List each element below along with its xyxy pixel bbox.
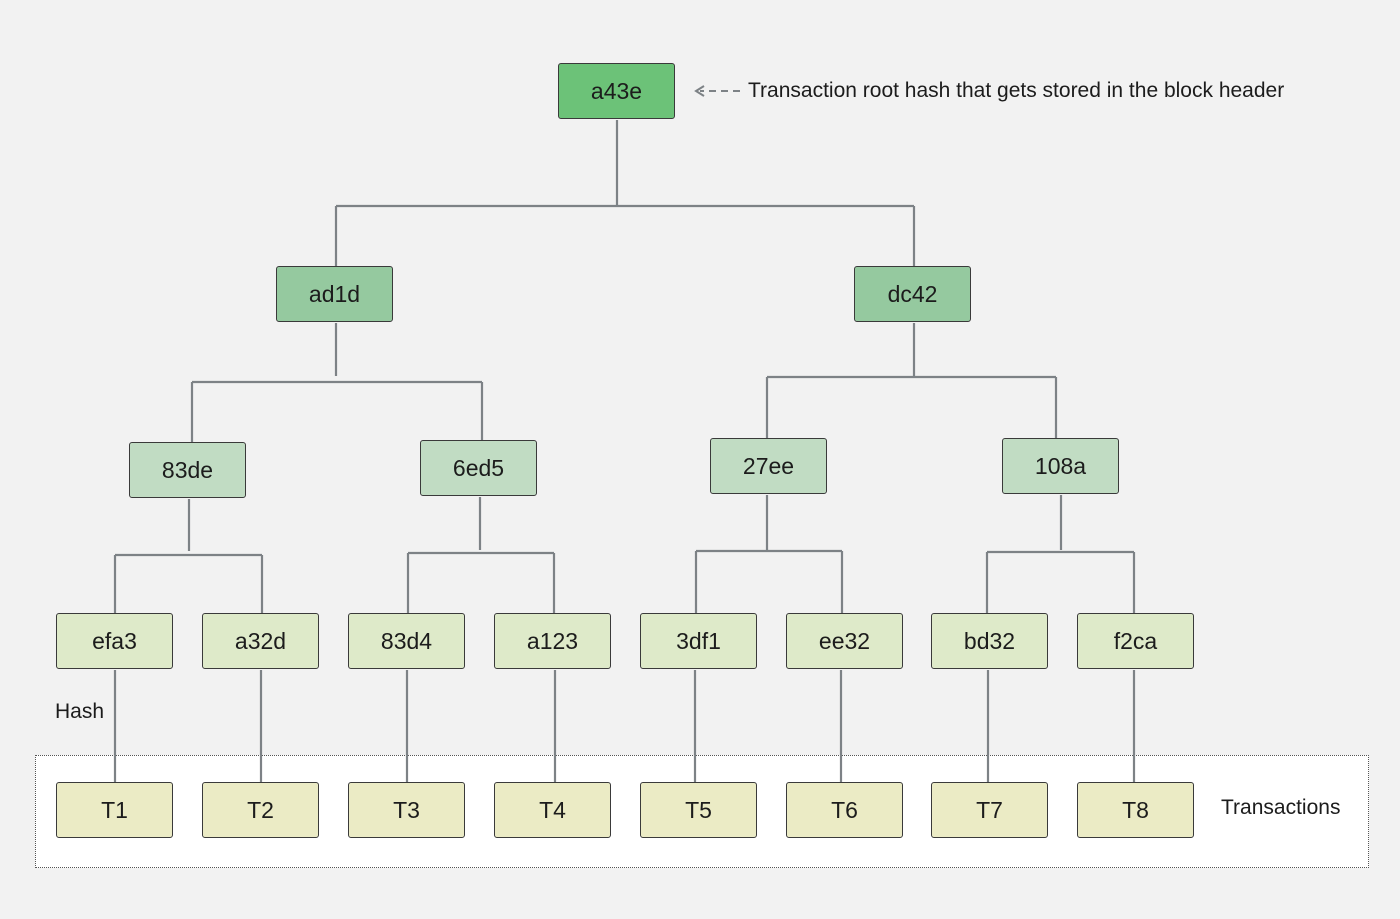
hash-node-level3: 83d4 — [348, 613, 465, 669]
hash-node-level2: 27ee — [710, 438, 827, 494]
hash-label: ad1d — [308, 280, 361, 307]
hash-label: 6ed5 — [452, 454, 505, 481]
hash-label: 83d4 — [380, 627, 433, 654]
hash-node-level1: dc42 — [854, 266, 971, 322]
hash-label: f2ca — [1113, 627, 1158, 654]
root-hash-label: a43e — [590, 77, 643, 104]
hash-label: 83de — [161, 456, 214, 483]
transaction-label: T2 — [247, 796, 274, 823]
hash-label: efa3 — [92, 627, 137, 654]
hash-node-level3: ee32 — [786, 613, 903, 669]
hash-node-level3: 3df1 — [640, 613, 757, 669]
hash-node-level1: ad1d — [276, 266, 393, 322]
transaction-node: T1 — [56, 782, 173, 838]
transaction-label: T8 — [1122, 796, 1149, 823]
hash-node-level3: a123 — [494, 613, 611, 669]
transaction-node: T2 — [202, 782, 319, 838]
hash-label: dc42 — [887, 280, 938, 307]
hash-node-level3: efa3 — [56, 613, 173, 669]
hash-node-level3: a32d — [202, 613, 319, 669]
transaction-node: T6 — [786, 782, 903, 838]
transaction-label: T3 — [393, 796, 420, 823]
transaction-label: T6 — [831, 796, 858, 823]
transaction-node: T4 — [494, 782, 611, 838]
transaction-label: T5 — [685, 796, 712, 823]
transaction-node: T3 — [348, 782, 465, 838]
hash-label: 27ee — [742, 452, 795, 479]
hash-label: 108a — [1034, 452, 1087, 479]
transaction-node: T7 — [931, 782, 1048, 838]
annotation-arrow — [694, 85, 740, 97]
root-hash-node: a43e — [558, 63, 675, 119]
hash-node-level3: f2ca — [1077, 613, 1194, 669]
hash-label: a32d — [234, 627, 287, 654]
transaction-label: T4 — [539, 796, 566, 823]
hash-label-text: Hash — [55, 700, 105, 723]
hash-label: bd32 — [963, 627, 1016, 654]
transaction-node: T8 — [1077, 782, 1194, 838]
transaction-node: T5 — [640, 782, 757, 838]
transaction-label: T7 — [976, 796, 1003, 823]
transaction-label: T1 — [101, 796, 128, 823]
transactions-label-text: Transactions — [1221, 796, 1341, 819]
hash-node-level3: bd32 — [931, 613, 1048, 669]
hash-label: a123 — [526, 627, 579, 654]
hash-label: 3df1 — [676, 627, 721, 654]
hash-node-level2: 6ed5 — [420, 440, 537, 496]
root-annotation-text: Transaction root hash that gets stored i… — [748, 79, 1285, 102]
hash-node-level2: 83de — [129, 442, 246, 498]
hash-label: ee32 — [818, 627, 871, 654]
hash-node-level2: 108a — [1002, 438, 1119, 494]
